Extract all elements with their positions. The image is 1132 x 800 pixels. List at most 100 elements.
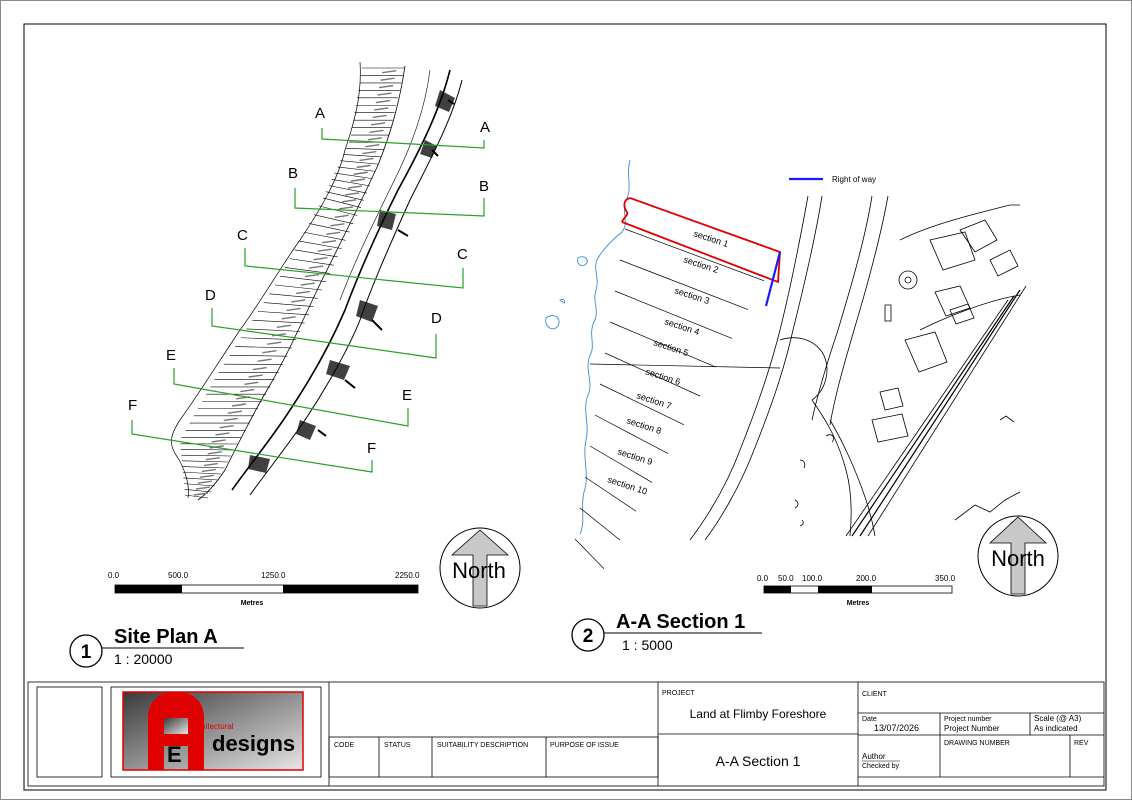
section-label-4: section 4: [663, 316, 700, 337]
scalebar1-tick-3: 2250.0: [395, 571, 420, 580]
scale-label: Scale (@ A3): [1034, 714, 1082, 723]
plot-strip-line: [184, 489, 212, 493]
plot-strip-tag: [359, 157, 374, 162]
plot-strip-tag: [193, 492, 209, 496]
plot-strip-line: [334, 172, 373, 179]
marker-d-left: D: [205, 287, 216, 304]
section-strip-line: [589, 363, 781, 369]
plot-strip-tag: [350, 178, 365, 182]
project-label: PROJECT: [662, 690, 695, 697]
plot-strip-tag: [371, 122, 386, 126]
project-number-value: Project Number: [944, 724, 1000, 733]
plot-strip-line: [299, 240, 342, 249]
section-strip-line: [614, 290, 733, 339]
sheet-inner-border: [23, 23, 1107, 791]
plot-strip-tag: [304, 273, 320, 278]
col-code: CODE: [334, 742, 355, 749]
plot-strip-tag: [223, 417, 238, 422]
plot-strip-tag: [211, 439, 226, 443]
plot-strip-line: [325, 191, 364, 201]
plot-strip-line: [322, 197, 362, 208]
plot-strip-line: [269, 293, 318, 299]
plot-strip-line: [183, 483, 215, 487]
view-1-number: 1: [81, 642, 92, 663]
view-2-title: 2 A-A Section 1 1 : 5000: [571, 611, 762, 653]
marker-b-right: B: [479, 178, 489, 195]
plot-strip-tag: [227, 410, 242, 414]
section-strip-line: [574, 538, 605, 570]
plot-strip-tag: [219, 425, 234, 429]
section-cut-f: [131, 420, 373, 473]
plot-strip-tag: [207, 451, 222, 455]
plot-strip-line: [340, 160, 379, 165]
right-of-way-legend: Right of way: [789, 175, 876, 184]
scalebar2-tick-4: 350.0: [935, 574, 956, 583]
section-label-9: section 9: [616, 446, 653, 467]
plot-strip-tag: [367, 137, 383, 141]
section-strip-labels: section 1 section 2 section 3 section 4 …: [606, 228, 729, 496]
section-label-5: section 5: [652, 337, 689, 358]
plot-strip-line: [274, 284, 323, 291]
plot-strip-line: [279, 275, 326, 283]
plot-strip-line: [328, 185, 367, 194]
marker-a-left: A: [315, 105, 325, 122]
marker-c-left: C: [237, 227, 248, 244]
rev-label: REV: [1074, 740, 1089, 747]
plot-strip-tag: [205, 456, 220, 461]
section-strip-line: [619, 259, 749, 310]
section-cut-e: [173, 368, 409, 427]
plot-strip-line: [180, 449, 235, 451]
north-arrow-1: North: [439, 527, 521, 609]
plot-strip-tag: [281, 316, 296, 320]
scalebar1-tick-2: 1250.0: [261, 571, 286, 580]
plot-strip-line: [284, 267, 330, 274]
plot-strip-line: [183, 477, 218, 481]
plot-strip-tag: [286, 307, 301, 312]
view-2-number: 2: [583, 626, 594, 647]
plot-strip-tag: [321, 240, 337, 244]
plot-strip-tag: [374, 107, 389, 111]
view-1-title-text: Site Plan A: [114, 626, 218, 648]
marker-a-right: A: [480, 119, 490, 136]
view-1-title: 1 Site Plan A 1 : 20000: [69, 626, 244, 668]
plot-strip-tag: [356, 164, 371, 169]
plot-strip-line: [240, 337, 296, 340]
section-view-scalebar: 0.0 50.0 100.0 200.0 350.0 Metres: [757, 574, 956, 607]
north-label-2: North: [991, 546, 1045, 571]
marker-f-left: F: [128, 397, 137, 414]
section-cut-c: [244, 248, 464, 289]
plot-strip-tag: [309, 265, 324, 269]
section-view-linework: [689, 195, 1027, 541]
plot-strip-line: [246, 328, 301, 332]
section-cut-b: [294, 188, 485, 217]
plot-strip-tag: [267, 341, 282, 345]
plot-strip-line: [304, 231, 346, 241]
plot-strip-tag: [375, 99, 390, 104]
plot-strip-tag: [276, 324, 291, 328]
marker-e-right: E: [402, 387, 412, 404]
plot-strip-tag: [377, 92, 392, 96]
view-1-scale: 1 : 20000: [114, 651, 173, 667]
plot-strip-tag: [380, 77, 395, 81]
plot-strip-tag: [197, 480, 212, 484]
plot-strip-tag: [257, 358, 272, 362]
col-suitability: SUITABILITY DESCRIPTION: [437, 742, 528, 749]
title-block-logo-box: [110, 686, 322, 778]
scalebar2-units: Metres: [847, 600, 870, 607]
plot-strip-tag: [334, 214, 349, 219]
section-label-8: section 8: [625, 415, 662, 436]
drawing-number-label: DRAWING NUMBER: [944, 740, 1010, 747]
checked-by-label: Checked by: [862, 763, 899, 770]
plot-strip-line: [235, 346, 292, 349]
section-marker-labels: A A B B C C D D E E F F: [128, 105, 490, 457]
plot-strip-line: [331, 179, 370, 187]
plot-strip-tag: [248, 374, 263, 378]
plot-strip-tag: [326, 231, 341, 235]
plot-strip-line: [346, 147, 385, 150]
section-strip-line: [604, 352, 701, 397]
plot-strip-tag: [365, 144, 380, 148]
scalebar1-tick-0: 0.0: [108, 571, 120, 580]
plot-strip-tag: [382, 70, 397, 74]
